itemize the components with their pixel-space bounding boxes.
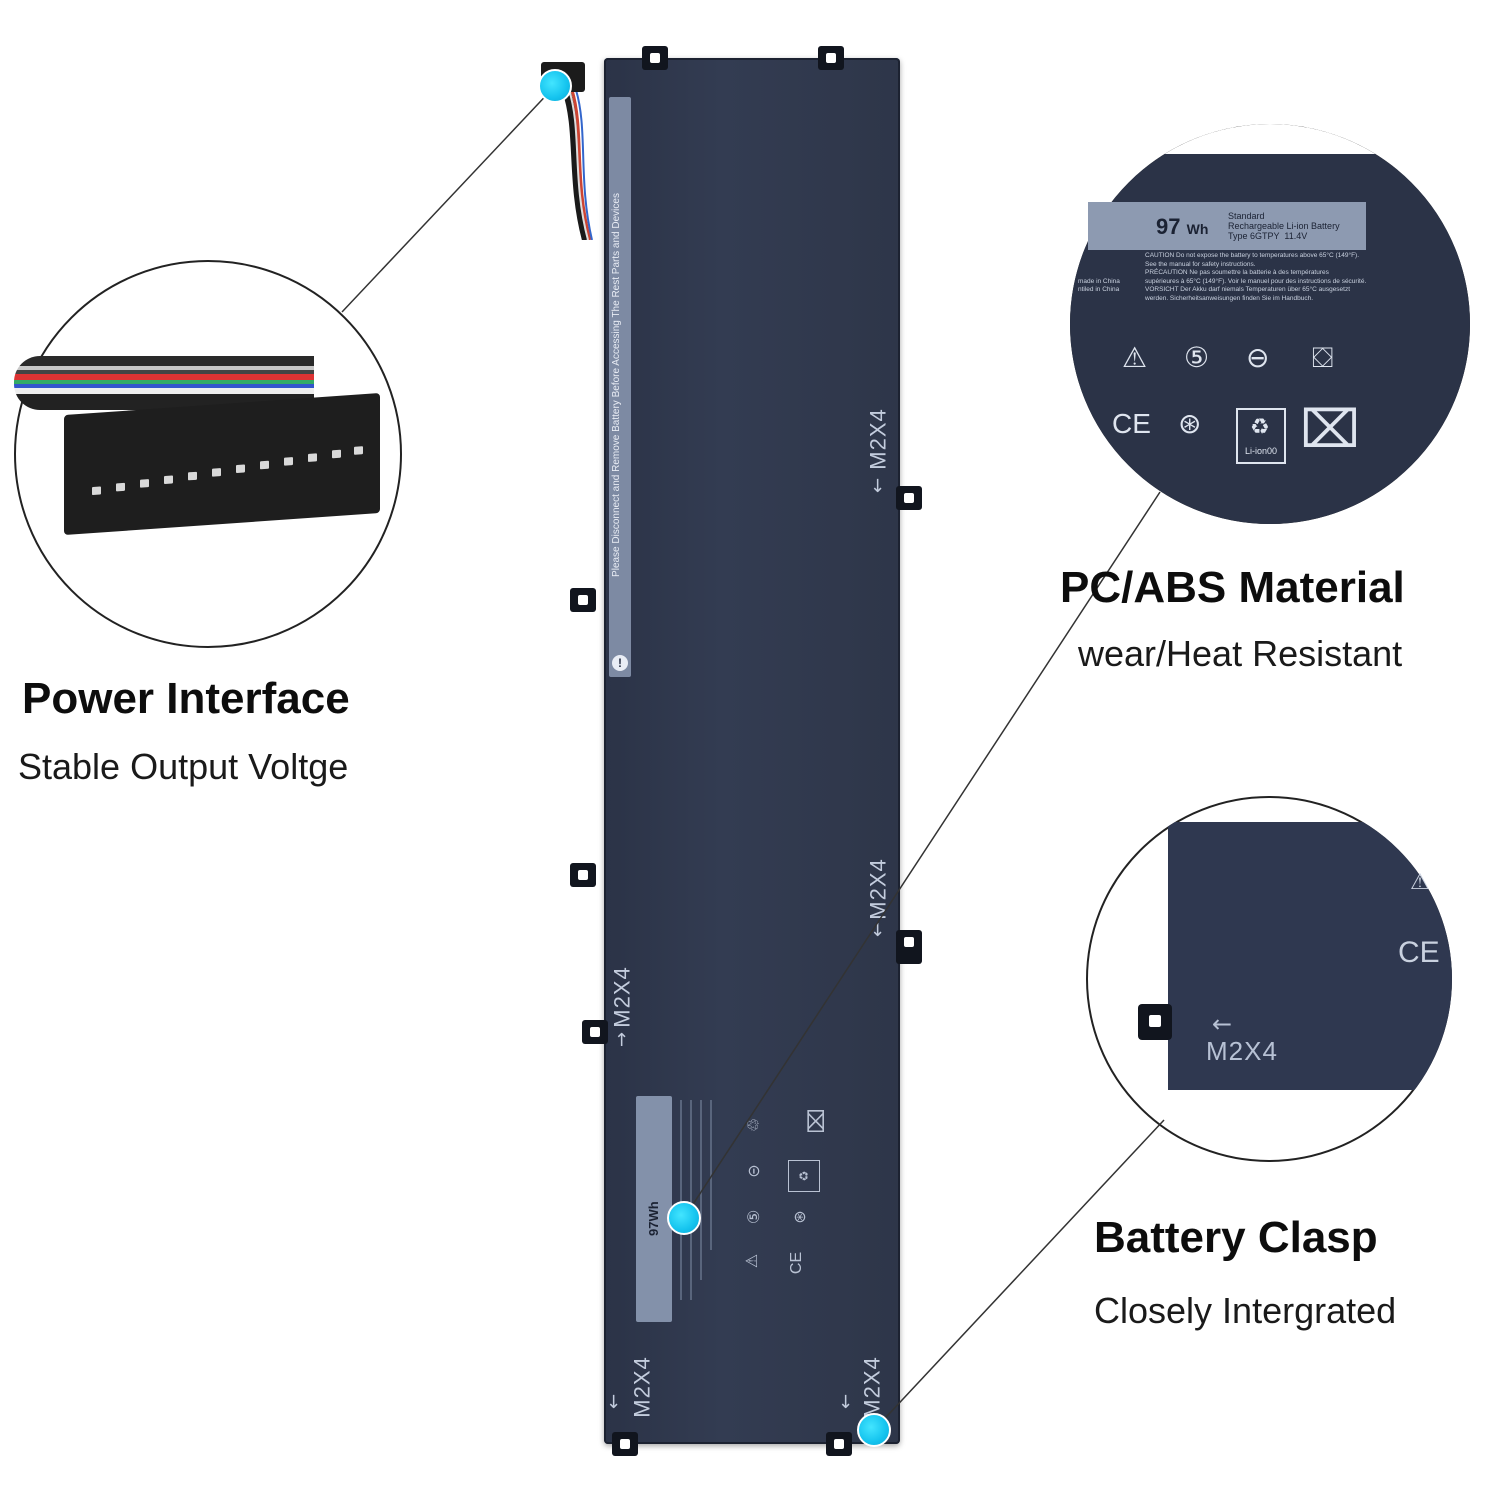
power-interface-subtitle: Stable Output Voltge — [18, 746, 349, 787]
arrow-icon: ← — [1212, 1010, 1233, 1038]
recycle-symbol: ♻ — [1250, 414, 1270, 439]
material-subtitle: wear/Heat Resistant — [1078, 633, 1403, 674]
origin-text: made in China ntiled in China — [1078, 278, 1120, 293]
screw-label: M2X4 — [865, 408, 891, 470]
arrow-icon: ↓ — [870, 920, 886, 941]
marker-clasp[interactable] — [857, 1413, 891, 1447]
label-text-line — [700, 1100, 702, 1280]
material-title: PC/ABS Material — [1060, 563, 1405, 612]
capacity-text: 97 Wh — [1156, 214, 1208, 240]
clasp-subtitle: Closely Intergrated — [1094, 1290, 1397, 1331]
standard-icon: ⊝ — [743, 1164, 763, 1178]
mount-tab — [826, 1432, 852, 1456]
label-text-line — [690, 1100, 692, 1300]
warning-icon: ⚠ — [1410, 870, 1430, 895]
mount-tab — [818, 46, 844, 70]
screw-label: M2X4 — [629, 1356, 655, 1418]
recycle-icon: ♻ — [788, 1160, 820, 1192]
ce-mark-icon: CE — [1398, 936, 1440, 969]
info-icon: ! — [612, 655, 628, 671]
arrow-icon: ↑ — [614, 1030, 630, 1051]
compliance-icon: ⛋ — [1312, 341, 1334, 374]
battery-capacity: 97Wh — [646, 1201, 661, 1236]
label-text-line — [710, 1100, 712, 1250]
connector-plug — [64, 392, 380, 536]
warning-text: Please Disconnect and Remove Battery Bef… — [611, 193, 622, 577]
marker-material[interactable] — [667, 1201, 701, 1235]
circle-five-icon: ⑤ — [1184, 341, 1210, 374]
power-interface-title: Power Interface — [22, 674, 350, 723]
crossed-bin-icon: ⌧ — [804, 1108, 830, 1134]
ce-mark-icon: CE — [788, 1251, 805, 1275]
clasp-zoom-clip — [1086, 796, 1452, 1162]
caution-text: CAUTION Do not expose the battery to tem… — [1145, 252, 1367, 302]
screw-label: M2X4 — [865, 858, 891, 920]
circle-five-icon: ⑤ — [743, 1209, 763, 1225]
warning-strip — [609, 97, 631, 677]
crossed-bin-icon: ⌧ — [1300, 400, 1360, 460]
screw-label: M2X4 — [609, 966, 635, 1028]
certification-icon: ⊛ — [789, 1210, 809, 1224]
capacity-value: 97 — [1156, 214, 1181, 239]
screw-label: M2X4 — [1206, 1036, 1278, 1066]
mount-tab — [612, 1432, 638, 1456]
standard-icon: ⊖ — [1246, 341, 1270, 374]
recycle-text: Li-ion00 — [1244, 446, 1278, 456]
warning-icon: ⚠ — [741, 1253, 761, 1269]
battery-spec-sticker — [1088, 202, 1366, 250]
arrow-icon: ↓ — [870, 476, 886, 497]
certification-icon: ⊛ — [1178, 407, 1202, 440]
mount-tab — [582, 1020, 608, 1044]
mount-tab — [570, 863, 596, 887]
label-text-line — [680, 1100, 682, 1300]
battery-spec-label — [636, 1096, 672, 1322]
cable-bundle — [562, 90, 593, 240]
ce-mark-icon: CE — [1112, 408, 1151, 439]
recycle-icon: ♲ — [743, 1117, 763, 1133]
arrow-icon: ↓ — [838, 1392, 854, 1413]
mount-tab — [896, 486, 922, 510]
label-zoom-clip — [1070, 124, 1470, 524]
capacity-unit: Wh — [1186, 221, 1209, 237]
screw-label: M2X4 — [859, 1356, 885, 1418]
mount-tab — [896, 930, 922, 964]
recycle-icon: ♻ Li-ion00 — [1236, 408, 1286, 464]
mount-tab — [642, 46, 668, 70]
arrow-icon: ↓ — [606, 1392, 622, 1413]
marker-power-interface[interactable] — [538, 69, 572, 103]
clasp-title: Battery Clasp — [1094, 1213, 1378, 1262]
clasp-tab — [1138, 1004, 1172, 1040]
battery-type-text: Standard Rechargeable Li-ion Battery Typ… — [1228, 211, 1340, 241]
mount-tab — [570, 588, 596, 612]
warning-icon: ⚠ — [1122, 341, 1148, 374]
